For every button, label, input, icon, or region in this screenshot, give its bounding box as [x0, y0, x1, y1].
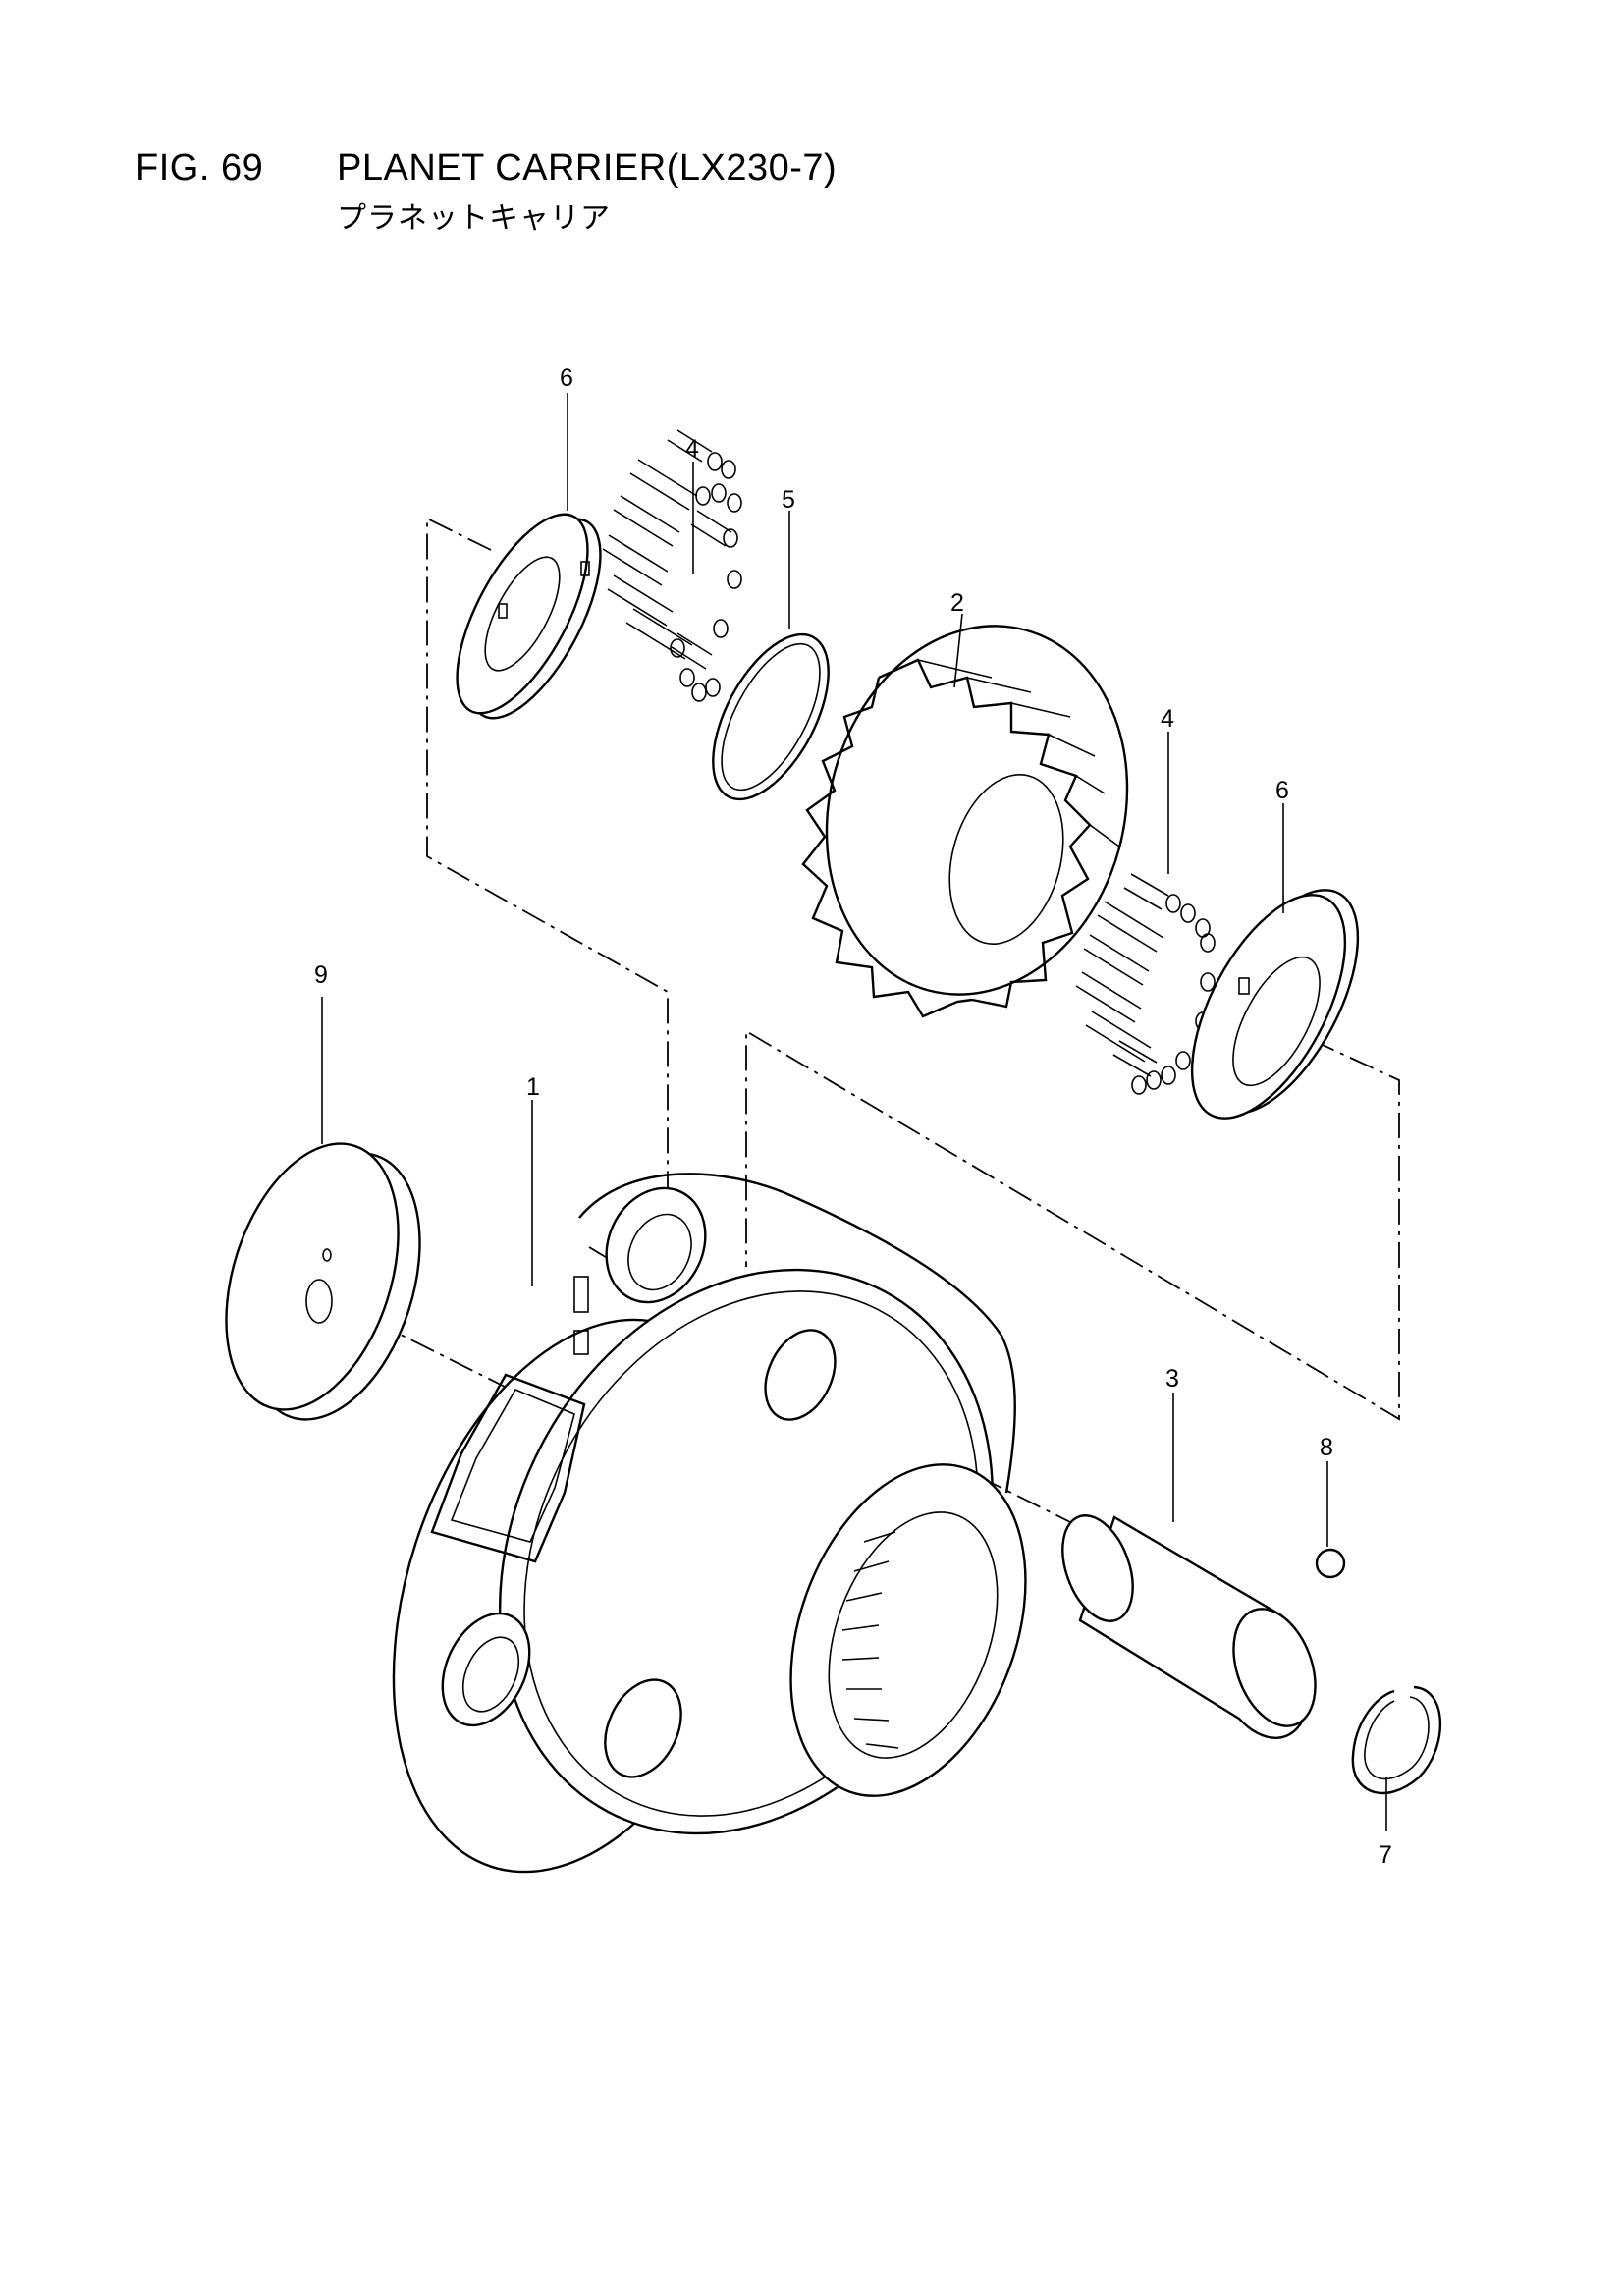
- planet-carrier-housing-icon: [392, 1173, 1027, 1874]
- snap-ring-icon: [1351, 1685, 1442, 1795]
- thrust-plate-icon: [225, 1142, 421, 1421]
- callout-6-upper: 6: [560, 364, 573, 392]
- callout-6-lower: 6: [1275, 777, 1289, 804]
- hub-spline-icon: [841, 1531, 899, 1749]
- callout-4-lower: 4: [1161, 705, 1174, 733]
- shaft-pin-icon: [1061, 1514, 1317, 1739]
- callout-1: 1: [526, 1073, 540, 1101]
- callout-9: 9: [314, 961, 328, 989]
- figure-subtitle-japanese: プラネットキャリア: [337, 201, 611, 236]
- callout-leader-lines: [321, 393, 1387, 1831]
- steel-ball-icon: [1315, 1548, 1346, 1579]
- figure-title: PLANET CARRIER(LX230-7): [337, 147, 838, 189]
- thrust-washer-icon: [456, 513, 602, 720]
- callout-4-upper: 4: [685, 435, 699, 463]
- needle-roller-bearing-icon: [1075, 873, 1216, 1095]
- callout-5: 5: [782, 486, 795, 514]
- planet-gear-icon: [801, 625, 1129, 1018]
- thrust-washer-icon: [1190, 889, 1360, 1120]
- needle-roller-bearing-icon: [602, 429, 742, 702]
- callout-8: 8: [1320, 1434, 1333, 1461]
- figure-number: FIG. 69: [135, 147, 264, 189]
- callout-numbers: 6 4 5 2 4 6 9 1 3 8 7: [314, 364, 1392, 1869]
- callout-7: 7: [1379, 1841, 1392, 1869]
- callout-3: 3: [1165, 1365, 1179, 1393]
- spacer-ring-icon: [712, 632, 830, 801]
- callout-2: 2: [950, 589, 964, 617]
